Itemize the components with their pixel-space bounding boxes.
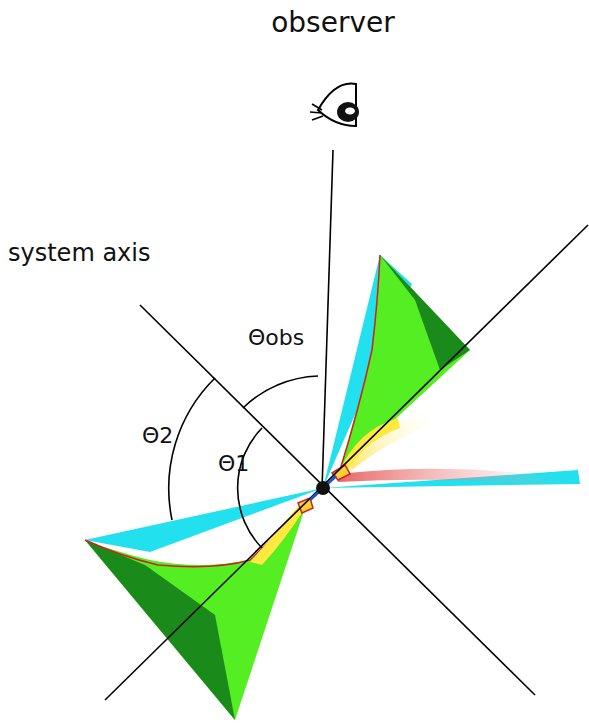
observer-label: observer <box>271 8 395 39</box>
red-streak <box>338 469 565 486</box>
green-funnel <box>340 255 470 470</box>
angle-arc <box>243 376 318 408</box>
jet-axis <box>105 225 588 700</box>
eye-icon <box>310 84 359 126</box>
angle-label: Θ2 <box>142 424 173 448</box>
angle-label: Θ1 <box>218 452 249 476</box>
dark-green-band <box>380 255 470 370</box>
dark-green-band <box>85 540 235 720</box>
angle-arc <box>169 378 215 520</box>
line-of-sight <box>322 150 333 490</box>
central-object <box>316 481 330 495</box>
angle-label: Θobs <box>248 326 304 350</box>
angle-arc <box>238 428 262 548</box>
axis-label: system axis <box>8 240 150 266</box>
system-axis-line <box>140 305 535 695</box>
